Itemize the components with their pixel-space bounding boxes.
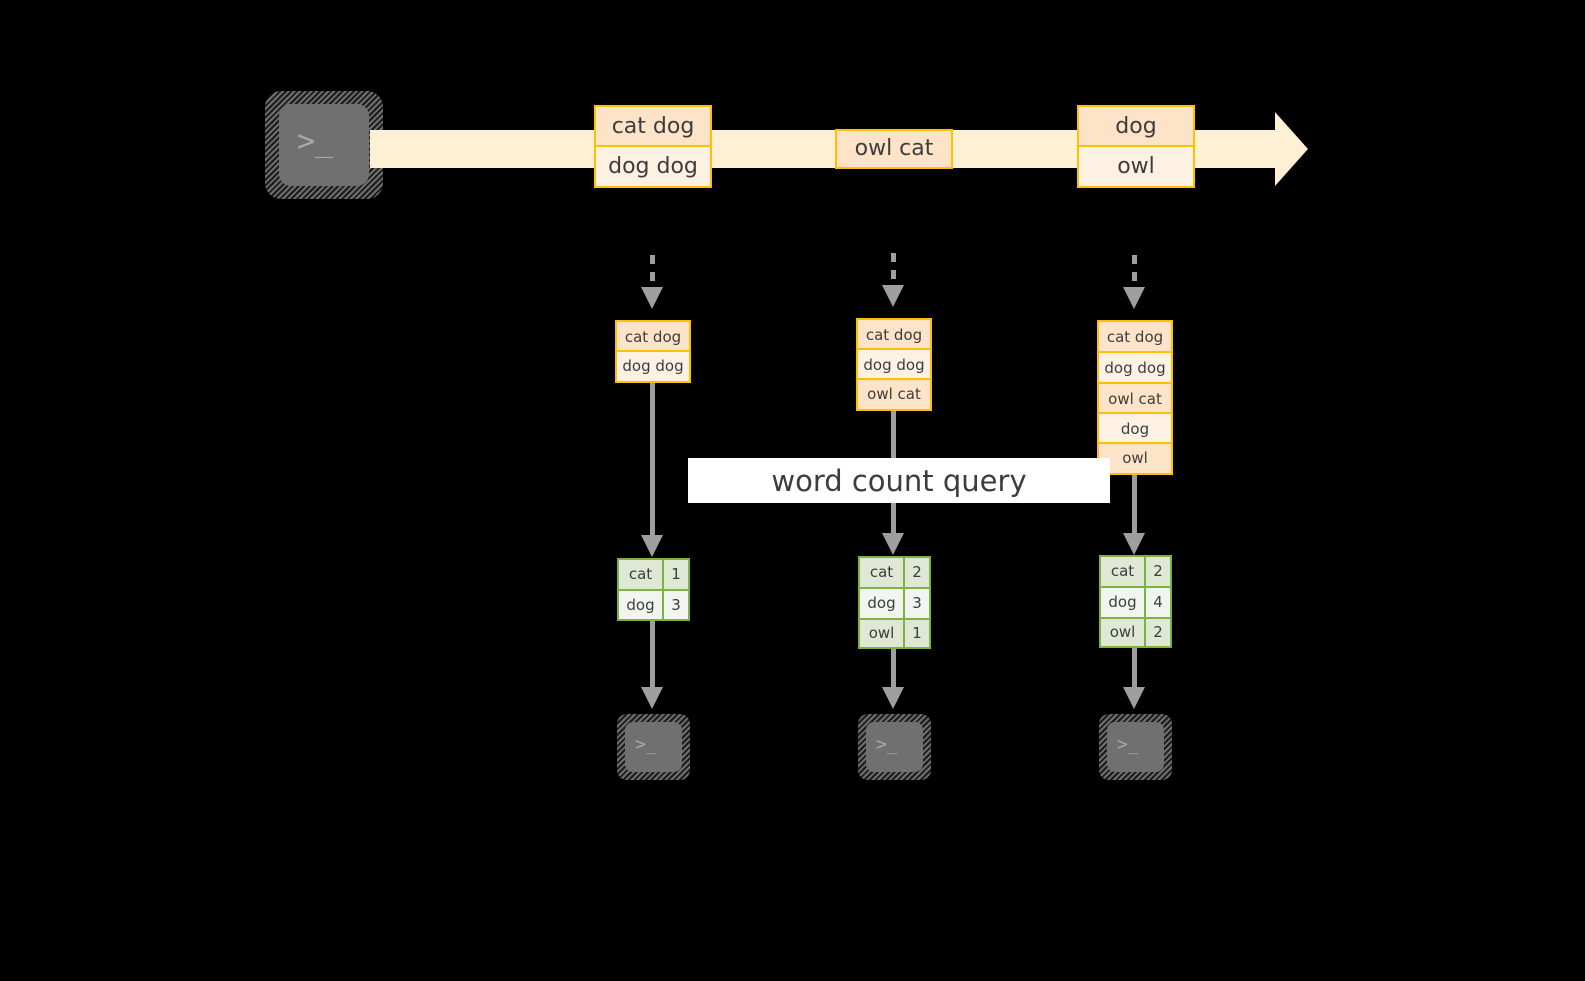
column-3-input-line-5: owl [1099, 444, 1171, 473]
terminal-screen [279, 104, 369, 186]
column-2-query-connector-arrowhead [882, 533, 904, 555]
table-row: dog 4 [1101, 588, 1170, 619]
column-3-sink-terminal-icon: >_ [1099, 714, 1172, 780]
column-1-input-connector-arrowhead [641, 287, 663, 309]
query-label-banner: word count query [688, 458, 1110, 503]
column-3-result-count-3: 2 [1146, 619, 1170, 646]
column-3-input-line-3: owl cat [1099, 384, 1171, 414]
table-row: cat 2 [860, 558, 929, 589]
column-1-result-word-1: cat [619, 560, 664, 589]
column-2-sink-connector-line [891, 649, 896, 689]
stream-batch-3-line-2: owl [1079, 147, 1193, 186]
column-1-result-table: cat 1 dog 3 [617, 558, 690, 621]
stream-batch-3-line-1: dog [1079, 107, 1193, 147]
column-1-input-connector-line [650, 255, 655, 289]
column-3-input-line-1: cat dog [1099, 322, 1171, 353]
table-row: owl 2 [1101, 619, 1170, 646]
column-2-result-word-1: cat [860, 558, 905, 587]
stream-batch-1-line-2: dog dog [596, 147, 710, 186]
table-row: cat 1 [619, 560, 688, 591]
stream-batch-1: cat dog dog dog [594, 105, 712, 188]
terminal-prompt-glyph: >_ [635, 734, 657, 755]
column-3-sink-connector-arrowhead [1123, 687, 1145, 709]
query-label-text: word count query [771, 463, 1027, 498]
column-3-sink-connector-line [1132, 648, 1137, 689]
terminal-prompt-glyph: >_ [297, 124, 334, 159]
table-row: dog 3 [860, 589, 929, 620]
column-2-result-count-1: 2 [905, 558, 929, 587]
column-1-query-connector-arrowhead [641, 535, 663, 557]
column-2-result-count-3: 1 [905, 620, 929, 647]
column-2-sink-terminal-icon: >_ [858, 714, 931, 780]
column-2-result-word-2: dog [860, 589, 905, 618]
column-3-input-line-2: dog dog [1099, 353, 1171, 384]
stream-batch-2: owl cat [835, 129, 953, 169]
column-2-result-count-2: 3 [905, 589, 929, 618]
column-1-sink-connector-line [650, 621, 655, 689]
column-1-query-connector-line [650, 383, 655, 537]
column-3-result-count-1: 2 [1146, 557, 1170, 586]
event-stream-arrowhead [1275, 112, 1308, 186]
column-3-query-connector-line [1132, 475, 1137, 535]
column-2-input-line-3: owl cat [858, 380, 930, 409]
column-1-result-count-1: 1 [664, 560, 688, 589]
source-terminal-icon: >_ [265, 91, 383, 199]
column-1-result-word-2: dog [619, 591, 664, 619]
terminal-screen [1107, 722, 1164, 772]
column-2-input-connector-line [891, 253, 896, 287]
stream-batch-2-line-1: owl cat [837, 131, 951, 167]
column-1-input-line-1: cat dog [617, 322, 689, 352]
column-3-input-line-4: dog [1099, 414, 1171, 444]
table-row: cat 2 [1101, 557, 1170, 588]
column-3-result-count-2: 4 [1146, 588, 1170, 617]
column-1-input-line-2: dog dog [617, 352, 689, 381]
column-3-input-connector-arrowhead [1123, 287, 1145, 309]
column-2-result-word-3: owl [860, 620, 905, 647]
column-2-input-line-1: cat dog [858, 320, 930, 350]
table-row: owl 1 [860, 620, 929, 647]
column-2-input-connector-arrowhead [882, 285, 904, 307]
stream-batch-1-line-1: cat dog [596, 107, 710, 147]
terminal-screen [625, 722, 682, 772]
terminal-prompt-glyph: >_ [876, 734, 898, 755]
column-2-input-stack: cat dog dog dog owl cat [856, 318, 932, 411]
table-row: dog 3 [619, 591, 688, 619]
column-3-query-connector-arrowhead [1123, 533, 1145, 555]
terminal-screen [866, 722, 923, 772]
column-1-input-stack: cat dog dog dog [615, 320, 691, 383]
column-3-result-word-1: cat [1101, 557, 1146, 586]
column-3-input-stack: cat dog dog dog owl cat dog owl [1097, 320, 1173, 475]
column-3-result-table: cat 2 dog 4 owl 2 [1099, 555, 1172, 648]
column-2-sink-connector-arrowhead [882, 687, 904, 709]
column-1-result-count-2: 3 [664, 591, 688, 619]
stream-batch-3: dog owl [1077, 105, 1195, 188]
column-3-input-connector-line [1132, 255, 1137, 289]
column-3-result-word-3: owl [1101, 619, 1146, 646]
column-1-sink-terminal-icon: >_ [617, 714, 690, 780]
column-2-input-line-2: dog dog [858, 350, 930, 380]
column-1-sink-connector-arrowhead [641, 687, 663, 709]
column-2-result-table: cat 2 dog 3 owl 1 [858, 556, 931, 649]
column-3-result-word-2: dog [1101, 588, 1146, 617]
terminal-prompt-glyph: >_ [1117, 734, 1139, 755]
